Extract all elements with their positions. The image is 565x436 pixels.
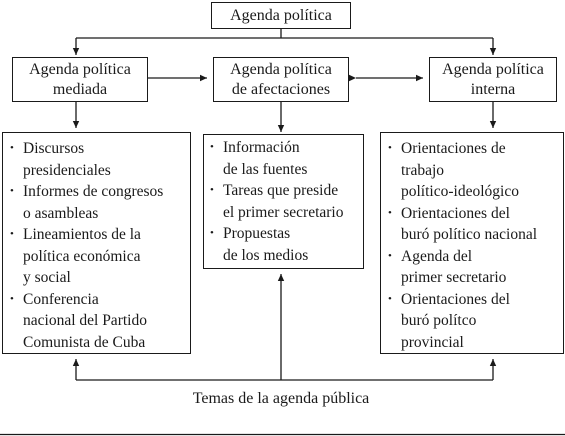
list-item: Orientaciones del buró polítco provincial [387,289,563,354]
list-item-line: Información [223,139,300,156]
agenda-afectaciones-line2: de afectaciones [231,81,331,98]
agenda-mediada-box: Agenda política mediada [12,57,148,102]
list-item-line: primer secretario [401,269,507,286]
list-item-line: político-ideológico [401,183,519,200]
list-item-line: política económica [23,247,141,265]
agenda-mediada-line2: mediada [52,81,108,98]
list-item-line: trabajo [401,161,445,179]
agenda-afectaciones-line1: Agenda política [230,61,332,78]
list-item: Tareas que preside el primer secretario [209,180,363,223]
list-box-interna: Orientaciones de trabajo político-ideológi… [380,132,564,354]
agenda-mediada-line1: Agenda política [29,61,131,78]
list-item: Información de las fuentes [209,137,363,180]
list-item-line: presidenciales [23,161,111,179]
agenda-interna-line2: interna [470,81,516,98]
list-item-line: y social [23,269,71,286]
list-item: Orientaciones del buró político nacional [387,203,563,246]
list-item-line: Discursos [23,140,85,157]
temas-agenda-publica-label: Temas de la agenda pública [150,389,412,409]
list-item-line: de los medios [223,246,309,264]
list-item-line: Informes de congresos [23,183,164,200]
list-item: Informes de congresos o asambleas [9,181,190,224]
list-item-line: Comunista de Cuba [23,333,146,351]
agenda-politica-label: Agenda política [230,7,332,24]
list-item: Orientaciones de trabajo político-ideológi… [387,138,563,203]
list-item-line: Lineamientos de la [23,226,141,243]
list-item-line: Agenda del [401,247,473,265]
list-item: Propuestas de los medios [209,223,363,266]
list-afectaciones: Información de las fuentesTareas que pres… [209,137,363,266]
list-item: Lineamientos de la política económica y so… [9,224,190,289]
list-item: Agenda del primer secretario [387,246,563,289]
agenda-interna-box: Agenda política interna [429,57,557,102]
list-item-line: Orientaciones del [401,204,510,222]
list-item-line: o asambleas [23,204,99,222]
list-item: Conferencia nacional del PartidoComunista… [9,289,190,354]
list-item-line: provincial [401,333,464,351]
list-interna: Orientaciones de trabajo político-ideológi… [387,138,563,353]
list-item-line: nacional del Partido [23,312,147,329]
list-item-line: buró polítco [401,312,477,329]
agenda-politica-box: Agenda política [211,2,351,29]
agenda-afectaciones-box: Agenda política de afectaciones [213,57,349,102]
list-item-line: Propuestas [223,225,291,242]
list-item-line: Orientaciones del [401,290,510,308]
list-item-line: Orientaciones de [401,140,506,157]
list-box-afectaciones: Información de las fuentesTareas que pres… [203,134,364,269]
list-mediada: Discursos presidencialesInformes de congr… [9,138,190,353]
list-item-line: Conferencia [23,290,99,308]
list-box-mediada: Discursos presidencialesInformes de congr… [2,132,191,354]
list-item-line: Tareas que preside [223,182,339,199]
list-item-line: el primer secretario [223,203,344,221]
list-item: Discursos presidenciales [9,138,190,181]
agenda-interna-line1: Agenda política [442,61,544,78]
list-item-line: buró político nacional [401,226,538,243]
list-item-line: de las fuentes [223,160,308,178]
